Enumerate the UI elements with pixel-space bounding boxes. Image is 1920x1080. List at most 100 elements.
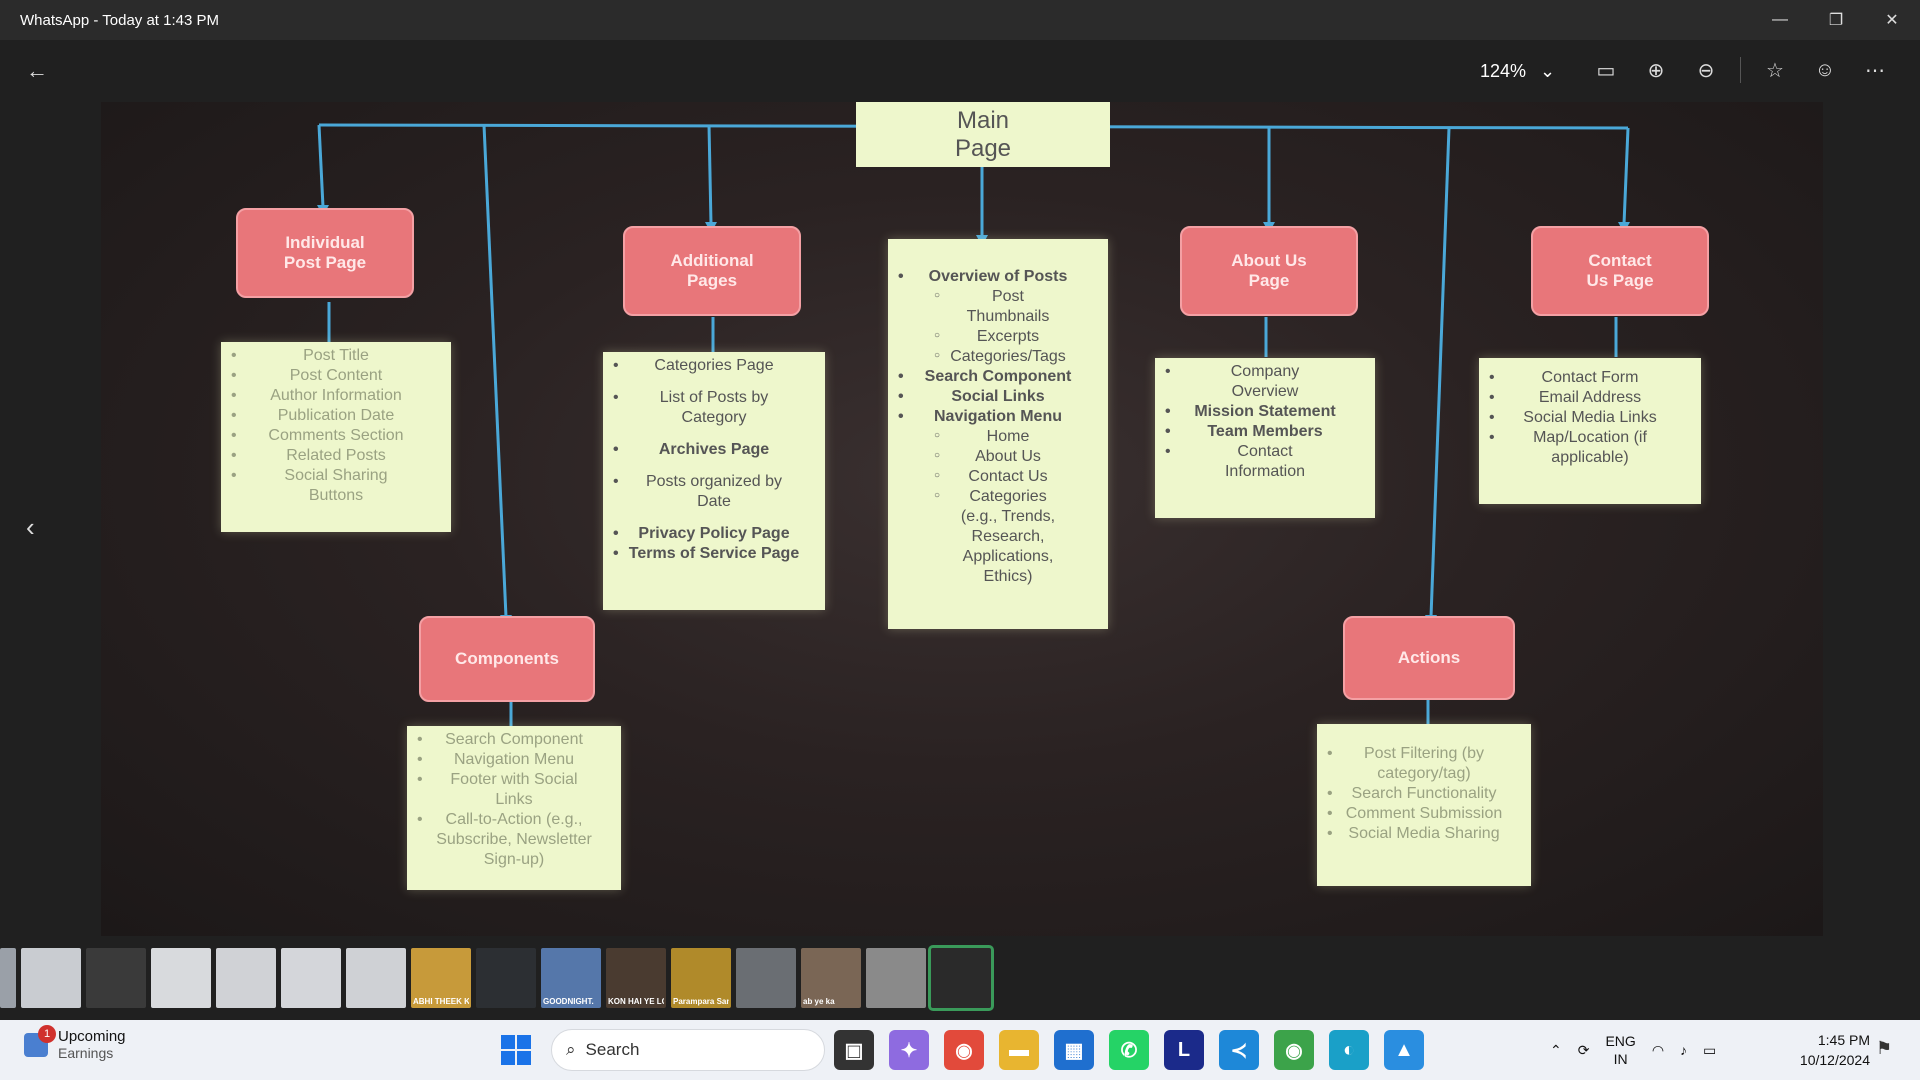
filmstrip-thumbnail[interactable] [281, 948, 341, 1008]
copilot-icon[interactable]: ✦ [889, 1030, 929, 1070]
widget-subtitle: Earnings [58, 1045, 114, 1061]
window-title: WhatsApp - Today at 1:43 PM [20, 11, 219, 29]
vscode-icon[interactable]: ≺ [1219, 1030, 1259, 1070]
photos-icon[interactable]: ▲ [1384, 1030, 1424, 1070]
notification-bell-icon[interactable]: ⚑ [1876, 1038, 1893, 1058]
language-code: ENG [1605, 1033, 1636, 1049]
list-item: Mission Statement [1161, 402, 1369, 422]
components-list: Search Component Navigation Menu Footer … [407, 726, 621, 890]
restore-button[interactable]: ❐ [1828, 12, 1844, 29]
l-app-icon[interactable]: L [1164, 1030, 1204, 1070]
thumbnail-caption: GOODNIGHT. [543, 997, 594, 1006]
filmstrip-thumbnail[interactable] [476, 948, 536, 1008]
list-item: Social Sharing [227, 466, 445, 486]
thumbnail-caption: KON HAI YE LOG AATEY HAI [608, 997, 664, 1006]
weather-widget[interactable]: 1 Upcoming Earnings [24, 1024, 126, 1061]
filmstrip-thumbnail[interactable] [928, 945, 994, 1011]
filmstrip-thumbnail[interactable] [866, 948, 926, 1008]
minimize-button[interactable]: — [1772, 11, 1788, 28]
toolbar-divider [1740, 57, 1741, 83]
thumbnail-caption: Parampara Sanskar [673, 997, 729, 1006]
filmstrip-thumbnail[interactable] [86, 948, 146, 1008]
list-item: Related Posts [227, 446, 445, 466]
filmstrip-thumbnail[interactable] [0, 948, 16, 1008]
filmstrip-thumbnail[interactable] [21, 948, 81, 1008]
chrome-icon[interactable]: ◉ [944, 1030, 984, 1070]
search-icon: ⌕ [566, 1040, 576, 1059]
filmstrip-thumbnail[interactable]: GOODNIGHT. [541, 948, 601, 1008]
components-node: Components [419, 616, 595, 702]
clock-time: 1:45 PM [1817, 1032, 1870, 1048]
volume-icon[interactable]: ♪ [1680, 1042, 1688, 1058]
store-icon[interactable]: ▦ [1054, 1030, 1094, 1070]
clock[interactable]: 1:45 PM 10/12/2024 [1780, 1030, 1870, 1070]
zoom-dropdown[interactable]: 124% ⌄ [1480, 56, 1555, 86]
node-label: Individual [285, 232, 365, 252]
list-item: Research, [971, 528, 1045, 545]
list-item: Archives Page [609, 440, 819, 460]
close-button[interactable]: ✕ [1885, 12, 1899, 29]
widget-title: Upcoming [58, 1028, 126, 1045]
pinned-apps: ▣ ✦ ◉ ▬ ▦ ✆ L ≺ ◉ ◐ ▲ [834, 1030, 1424, 1070]
sync-icon[interactable]: ⟳ [1577, 1041, 1590, 1058]
clock-date: 10/12/2024 [1799, 1052, 1870, 1068]
node-label: Contact [1588, 250, 1652, 270]
additional-pages-list: Categories Page List of Posts by Categor… [603, 352, 825, 610]
star-icon[interactable]: ☆ [1766, 59, 1784, 82]
taskbar-search[interactable]: ⌕ Search [551, 1029, 825, 1071]
node-label: Components [455, 648, 559, 668]
list-item: Social Media Links [1485, 408, 1695, 428]
smiley-icon[interactable]: ☺ [1814, 58, 1836, 81]
filmstrip-thumbnail[interactable]: ABHI THEEK KA [411, 948, 471, 1008]
region-code: IN [1613, 1051, 1628, 1067]
battery-icon[interactable]: ▭ [1703, 1041, 1717, 1058]
list-item: Publication Date [227, 406, 445, 426]
list-item: Social Media Sharing [1323, 824, 1525, 844]
zoom-out-icon[interactable]: ⊖ [1697, 59, 1715, 82]
filmstrip-thumbnail[interactable]: Parampara Sanskar [671, 948, 731, 1008]
node-label: Us Page [1586, 271, 1654, 290]
chevron-up-icon[interactable]: ⌃ [1550, 1041, 1562, 1058]
whatsapp-icon[interactable]: ✆ [1109, 1030, 1149, 1070]
about-us-list: Company Overview Mission Statement Team … [1155, 358, 1375, 518]
widget-icon: 1 [24, 1024, 56, 1057]
start-button[interactable] [501, 1035, 531, 1065]
task-view-icon[interactable]: ▣ [834, 1030, 874, 1070]
main-page-line2: Page [954, 134, 1012, 162]
fit-icon[interactable]: ▭ [1596, 59, 1616, 82]
language-indicator[interactable]: ENG IN [1605, 1032, 1635, 1068]
previous-image-icon[interactable]: ‹ [26, 512, 35, 542]
list-item: Categories/Tags [894, 347, 1102, 367]
list-item: Search Component [413, 730, 615, 750]
list-item: Excerpts [894, 327, 1102, 347]
list-item: (e.g., Trends, [960, 508, 1056, 525]
main-page-list: Overview of Posts Post Thumbnails Excerp… [888, 239, 1108, 629]
list-item: Date [697, 493, 731, 510]
list-item: Comments Section [227, 426, 445, 446]
list-item: Post Content [227, 366, 445, 386]
filmstrip-thumbnail[interactable] [216, 948, 276, 1008]
back-arrow-icon[interactable]: ← [26, 58, 48, 83]
filmstrip-thumbnail[interactable]: ab ye ka [801, 948, 861, 1008]
wifi-icon[interactable]: ◠ [1651, 1041, 1665, 1058]
filmstrip-thumbnail[interactable] [151, 948, 211, 1008]
filmstrip-thumbnail[interactable] [346, 948, 406, 1008]
list-item: Posts organized by [609, 472, 819, 492]
list-item: Category [681, 409, 747, 426]
list-item: Map/Location (if [1485, 428, 1695, 448]
list-item: Call-to-Action (e.g., [413, 810, 615, 830]
chrome-profile-icon[interactable]: ◉ [1274, 1030, 1314, 1070]
node-label: Post Page [283, 253, 367, 272]
file-explorer-icon[interactable]: ▬ [999, 1030, 1039, 1070]
edge-icon[interactable]: ◐ [1329, 1030, 1369, 1070]
list-item: Company [1161, 362, 1369, 382]
more-icon[interactable]: ⋯ [1865, 59, 1885, 82]
filmstrip-thumbnail[interactable]: KON HAI YE LOG AATEY HAI [606, 948, 666, 1008]
list-item: Sign-up) [483, 851, 545, 868]
zoom-in-icon[interactable]: ⊕ [1647, 59, 1665, 82]
filmstrip-thumbnail[interactable] [736, 948, 796, 1008]
list-item: Navigation Menu [413, 750, 615, 770]
node-label: Additional [670, 250, 754, 270]
